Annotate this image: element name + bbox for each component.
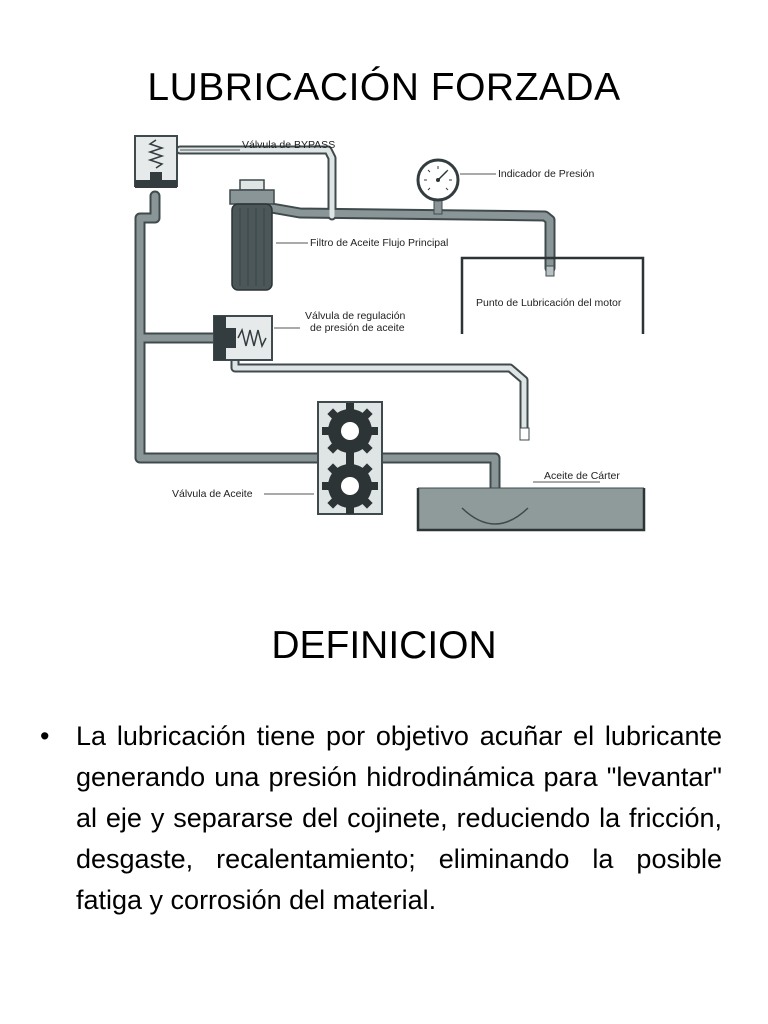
lower-gear	[322, 458, 378, 514]
pressure-regulation-valve	[213, 315, 273, 361]
upper-gear	[322, 403, 378, 459]
bypass-valve	[134, 135, 178, 188]
regulation-valve-label-line2: de presión de aceite	[310, 322, 405, 334]
oil-pump	[317, 401, 383, 515]
engine-lubrication-point	[460, 256, 645, 334]
page-title: LUBRICACIÓN FORZADA	[147, 66, 621, 109]
oil-filter	[229, 179, 275, 291]
regulation-valve-label-line1: Válvula de regulación	[305, 310, 406, 322]
pipe-network	[134, 145, 556, 512]
oil-valve-label: Válvula de Aceite	[172, 488, 253, 500]
lubrication-system-diagram: Válvula de BYPASS Indicador de Presión F…	[134, 135, 646, 532]
bullet-marker: •	[40, 721, 50, 751]
return-pipe-outlet	[519, 427, 530, 441]
sump-oil-label: Aceite de Cárter	[544, 470, 620, 482]
definition-bullet: • La lubricación tiene por objetivo acuñ…	[40, 716, 722, 921]
label-leader-lines	[180, 149, 600, 495]
bypass-valve-label: Válvula de BYPASS	[242, 139, 335, 151]
lubrication-point-label: Punto de Lubricación del motor	[476, 297, 622, 309]
pressure-gauge	[416, 158, 460, 215]
definition-text: La lubricación tiene por objetivo acuñar…	[76, 721, 722, 915]
oil-filter-label: Filtro de Aceite Flujo Principal	[310, 237, 448, 249]
oil-sump	[416, 487, 646, 532]
section-heading: DEFINICION	[271, 624, 497, 667]
pressure-indicator-label: Indicador de Presión	[498, 168, 594, 180]
